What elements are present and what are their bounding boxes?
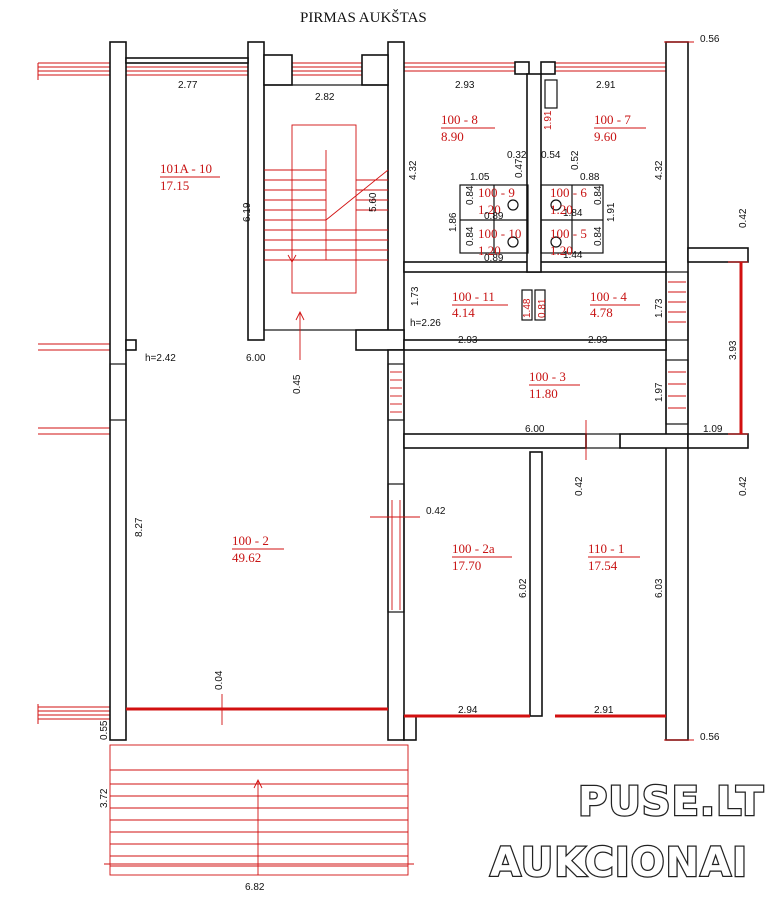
dim-0-84-a: 0.84: [465, 185, 476, 205]
room-id-100-6: 100 - 6: [550, 185, 587, 200]
dim-6-03: 6.03: [654, 578, 665, 598]
room-area-100-3: 11.80: [529, 386, 558, 401]
room-area-100-5: 1.20: [550, 243, 573, 258]
watermark-line1: PUSE.LT: [578, 779, 764, 825]
dimension-ticks: [221, 41, 748, 741]
dim-1-97: 1.97: [654, 382, 665, 402]
dim-6-19: 6.19: [242, 202, 253, 222]
room-id-100-10: 100 - 10: [478, 226, 521, 241]
room-area-100-2a: 17.70: [452, 558, 481, 573]
room-area-100-11: 4.14: [452, 305, 475, 320]
dim-1-44: 1.44: [563, 250, 583, 261]
dim-0-42-a: 0.42: [738, 208, 749, 228]
room-id-100-9: 100 - 9: [478, 185, 515, 200]
dim-1-73-right: 1.73: [654, 298, 665, 318]
watermark-line2: AUKCIONAI: [490, 840, 748, 886]
dim-2-94: 2.94: [458, 705, 478, 716]
dim-2-91-bottom: 2.91: [594, 705, 614, 716]
dim-0-42-b: 0.42: [574, 476, 585, 496]
room-labels: 101A - 10 17.15 100 - 8 8.90 100 - 7 9.6…: [160, 112, 631, 573]
dim-0-45: 0.45: [292, 374, 303, 394]
dim-0-32: 0.32: [507, 150, 527, 161]
staircase: [264, 124, 389, 294]
dim-5-60: 5.60: [368, 192, 379, 212]
dim-0-42-c: 0.42: [738, 476, 749, 496]
dim-6-00-corridor: 6.00: [525, 424, 545, 435]
dim-1-86: 1.86: [448, 212, 459, 232]
room-id-100-7: 100 - 7: [594, 112, 631, 127]
dim-3-93: 3.93: [728, 340, 739, 360]
dim-0-52: 0.52: [570, 150, 581, 170]
room-id-100-3: 100 - 3: [529, 369, 566, 384]
dim-1-91-fixture: 1.91: [543, 110, 554, 130]
plan-title: PIRMAS AUKŠTAS: [300, 9, 427, 26]
dim-1-09: 1.09: [703, 424, 723, 435]
dim-6-82: 6.82: [245, 882, 265, 893]
dim-3-72: 3.72: [99, 788, 110, 808]
room-area-100-2: 49.62: [232, 550, 261, 565]
dim-h-2-42: h=2.42: [145, 353, 176, 364]
dim-6-00-top: 6.00: [246, 353, 266, 364]
room-label-underlines: [160, 127, 646, 558]
dim-1-84: 1.84: [563, 208, 583, 219]
dim-h-2-26: h=2.26: [410, 318, 441, 329]
room-id-100-8: 100 - 8: [441, 112, 478, 127]
dim-0-56-top: 0.56: [700, 34, 720, 45]
dim-1-48: 1.48: [522, 298, 533, 318]
dim-1-05: 1.05: [470, 172, 490, 183]
dim-0-89-a: 0.89: [484, 211, 504, 222]
dim-0-42-d: 0.42: [426, 506, 446, 517]
dim-2-82: 2.82: [315, 92, 335, 103]
watermark: PUSE.LT AUKCIONAI: [489, 778, 765, 888]
dim-0-89-b: 0.89: [484, 253, 504, 264]
corridor-steps: [109, 271, 689, 613]
dim-6-02: 6.02: [518, 578, 529, 598]
dim-2-91-top: 2.91: [596, 80, 616, 91]
room-area-101a-10: 17.15: [160, 178, 189, 193]
dim-0-47: 0.47: [514, 158, 525, 178]
dim-0-55: 0.55: [99, 720, 110, 740]
room-id-100-11: 100 - 11: [452, 289, 495, 304]
dim-0-88: 0.88: [580, 172, 600, 183]
dim-2-77: 2.77: [178, 80, 198, 91]
room-id-100-4: 100 - 4: [590, 289, 627, 304]
dim-0-04: 0.04: [214, 670, 225, 690]
dim-8-27: 8.27: [134, 517, 145, 537]
dim-0-54: 0.54: [541, 150, 561, 161]
room-area-100-10: 1.20: [478, 243, 501, 258]
room-area-110-1: 17.54: [588, 558, 618, 573]
dim-0-84-d: 0.84: [593, 226, 604, 246]
entrance-stairs: [104, 744, 414, 876]
room-id-110-1: 110 - 1: [588, 541, 624, 556]
room-area-100-6: 1.20: [550, 202, 573, 217]
dim-1-91: 1.91: [606, 202, 617, 222]
dim-0-84-c: 0.84: [593, 185, 604, 205]
room-area-100-4: 4.78: [590, 305, 613, 320]
room-area-100-8: 8.90: [441, 129, 464, 144]
dim-2-93-right: 2.93: [588, 335, 608, 346]
room-area-100-9: 1.20: [478, 202, 501, 217]
dim-2-93-top: 2.93: [455, 80, 475, 91]
dim-4-32-left: 4.32: [408, 160, 419, 180]
dim-0-56-bottom: 0.56: [700, 732, 720, 743]
room-id-100-2: 100 - 2: [232, 533, 269, 548]
wc-fixtures: [459, 79, 604, 321]
room-id-101a-10: 101A - 10: [160, 161, 212, 176]
dim-0-84-b: 0.84: [465, 226, 476, 246]
dim-2-93-mid: 2.93: [458, 335, 478, 346]
room-id-100-2a: 100 - 2a: [452, 541, 495, 556]
dim-0-81: 0.81: [537, 298, 548, 318]
exterior-window-lines: [37, 62, 666, 724]
dimension-labels: 2.77 2.82 2.93 2.91 0.56 6.19 5.60 4.32 …: [99, 34, 749, 893]
dim-4-32-right: 4.32: [654, 160, 665, 180]
walls: [109, 41, 749, 741]
room-area-100-7: 9.60: [594, 129, 617, 144]
room-id-100-5: 100 - 5: [550, 226, 587, 241]
dim-1-73-left: 1.73: [410, 286, 421, 306]
